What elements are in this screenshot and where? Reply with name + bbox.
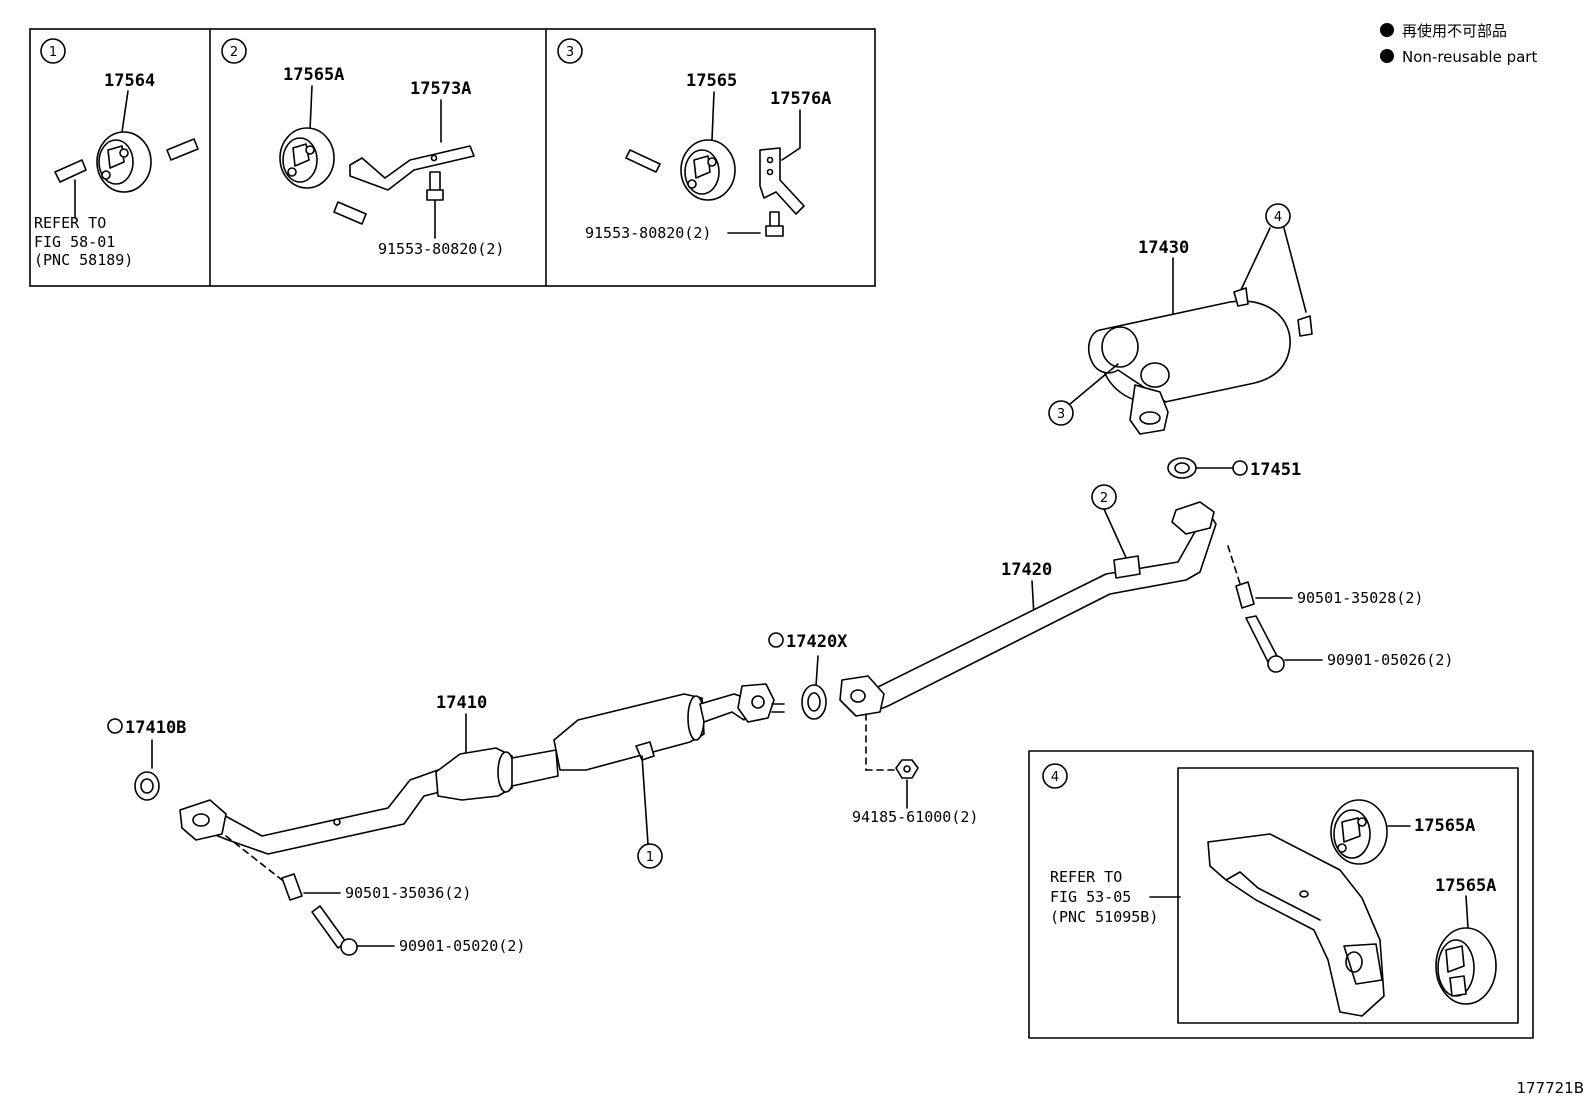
- inset-4: 4 REFER TO FIG 53-05 (PNC 51095B) 17565A…: [1028, 750, 1534, 1039]
- inset-2-number-circle: [221, 38, 247, 64]
- inset-4-note-line1: REFER TO: [1050, 868, 1122, 886]
- inset-4-part-b-label: 17565A: [1435, 876, 1496, 896]
- bolt-upper-label: 90901-05026(2): [1327, 651, 1453, 669]
- legend-dot-jp: [1380, 23, 1394, 37]
- front-pipe-ref1-number: 1: [646, 850, 654, 865]
- gasket-17420x: 17420X: [768, 632, 848, 720]
- inset-4-note-line3: (PNC 51095B): [1050, 908, 1158, 926]
- inset-3: 3 17565 17576A 91553-80820(2): [557, 38, 831, 242]
- legend-dot-en: [1380, 49, 1394, 63]
- inset-1: 1 17564 REFER TO FIG 58-01 (PNC 58189): [34, 38, 199, 269]
- gasket-17410b: 17410B: [107, 718, 186, 801]
- inset-2-number: 2: [230, 45, 238, 60]
- bracket-17576a: [759, 147, 805, 215]
- inset-2-part-a-label: 17565A: [283, 65, 344, 85]
- non-reusable-dot-17451: [1232, 460, 1248, 476]
- bolt-90901-05026: [1245, 615, 1279, 663]
- inset-3-bolt-label: 91553-80820(2): [585, 224, 711, 242]
- inset-1-note-line2: FIG 58-01: [34, 233, 115, 251]
- inset-3-part-b-label: 17576A: [770, 89, 831, 109]
- muffler-assembly: 17430 4 3: [1048, 203, 1313, 435]
- nut-assembly: 94185-61000(2): [852, 713, 978, 826]
- inset-1-number-circle: [40, 38, 66, 64]
- figure-id: 177721B: [1516, 1079, 1584, 1097]
- center-pipe-hanger-bracket: [1113, 555, 1141, 579]
- muffler-label: 17430: [1138, 238, 1189, 258]
- legend: 再使用不可部品 Non-reusable part: [1380, 22, 1537, 66]
- inset-3-part-a-label: 17565: [686, 71, 737, 91]
- spring-lower-label: 90501-35036(2): [345, 884, 471, 902]
- muffler-ref4-circle: [1265, 203, 1291, 229]
- bracket-17573a: [349, 145, 475, 191]
- inset-panels-top: [29, 28, 876, 287]
- inset-1-part-label: 17564: [104, 71, 155, 91]
- bracket-51095b: [1207, 833, 1385, 1017]
- bolt-91553-80820: [429, 171, 441, 193]
- front-pipe-17410: [199, 769, 449, 855]
- center-pipe-ref2-number: 2: [1100, 491, 1108, 506]
- center-pipe-assembly: 17420 2 90501-35028(2) 90901-05026(2): [839, 484, 1453, 717]
- inset-4-note-line2: FIG 53-05: [1050, 888, 1131, 906]
- center-pipe-17420: [863, 511, 1217, 713]
- front-pipe-label: 17410: [436, 693, 487, 713]
- inset-3-number-circle: [557, 38, 583, 64]
- legend-text-jp: 再使用不可部品: [1402, 22, 1507, 40]
- front-pipe-ref1-circle: [637, 843, 663, 869]
- inset-4-number: 4: [1051, 770, 1059, 785]
- center-pipe-label: 17420: [1001, 560, 1052, 580]
- inset-1-note-line3: (PNC 58189): [34, 251, 133, 269]
- muffler-ref4-number: 4: [1274, 210, 1282, 225]
- inset-2: 2 17565A 17573A 91553-80820(2): [221, 38, 504, 258]
- center-pipe-rear-flange: [1171, 501, 1215, 535]
- catalyst-rear: [553, 693, 705, 771]
- gasket-17420x-label: 17420X: [786, 632, 848, 652]
- catalyst-front: [435, 747, 513, 801]
- non-reusable-dot-17410b: [107, 718, 123, 734]
- spring-90501-35036: [281, 873, 303, 901]
- inset-2-part-b-label: 17573A: [410, 79, 471, 99]
- non-reusable-dot-17420x: [768, 632, 784, 648]
- muffler-ref3-number: 3: [1057, 407, 1065, 422]
- spring-90501-35028: [1235, 581, 1255, 609]
- gasket-17410b-label: 17410B: [125, 718, 186, 738]
- bolt-90901-05020: [311, 905, 347, 949]
- nut-label: 94185-61000(2): [852, 808, 978, 826]
- front-pipe-assembly: 17410 1: [179, 683, 785, 869]
- muffler-ref3-circle: [1048, 400, 1074, 426]
- inset-frame: [29, 28, 876, 287]
- bolt-lower-label: 90901-05020(2): [399, 937, 525, 955]
- legend-text-en: Non-reusable part: [1402, 48, 1537, 66]
- inset-1-note-line1: REFER TO: [34, 214, 106, 232]
- spring-upper-label: 90501-35028(2): [1297, 589, 1423, 607]
- inset-3-number: 3: [566, 45, 574, 60]
- gasket-17451-label: 17451: [1250, 460, 1301, 480]
- inset-4-number-circle: [1042, 763, 1068, 789]
- front-fasteners: 90501-35036(2) 90901-05020(2): [225, 835, 525, 956]
- inset-2-bolt-label: 91553-80820(2): [378, 240, 504, 258]
- inset-4-part-a-label: 17565A: [1414, 816, 1475, 836]
- gasket-17451: 17451: [1167, 457, 1301, 480]
- inset-1-number: 1: [49, 45, 57, 60]
